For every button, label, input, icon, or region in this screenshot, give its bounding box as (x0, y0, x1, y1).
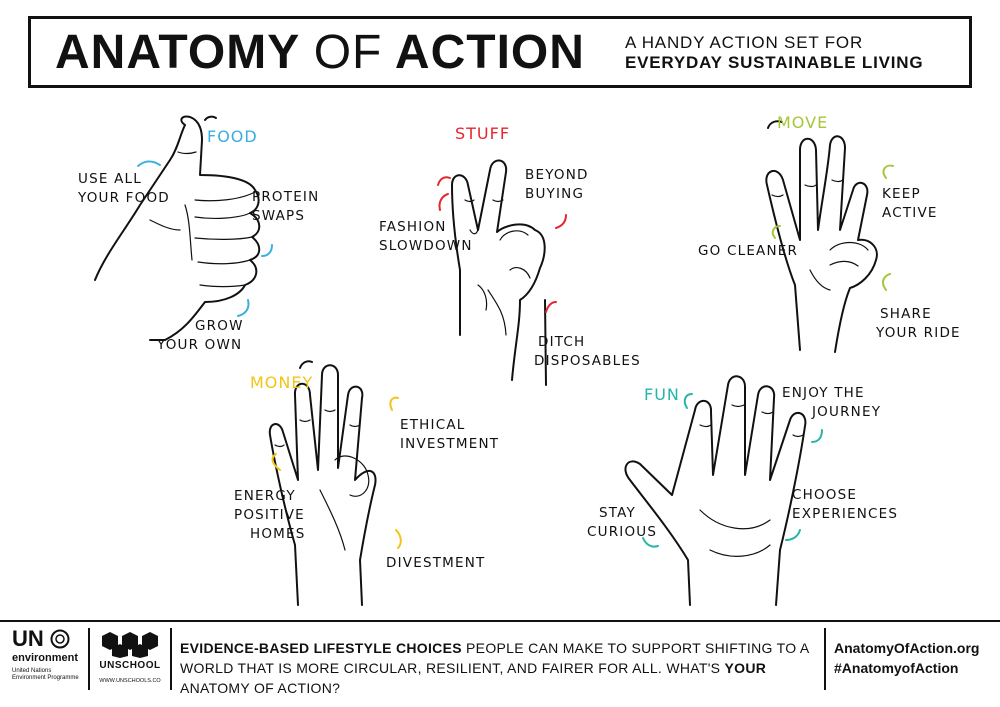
website-link[interactable]: AnatomyOfAction.org (834, 640, 980, 656)
hashtag-link[interactable]: #AnatomyofAction (834, 660, 959, 676)
label-line: ENJOY THE (782, 385, 865, 401)
label-line: HOMES (250, 526, 306, 542)
label-line: YOUR FOOD (78, 190, 170, 206)
three-fingers-hand (765, 120, 894, 353)
title-word-action: ACTION (394, 26, 585, 79)
label-line: USE ALL (78, 171, 142, 187)
label-line: YOUR OWN (157, 337, 243, 353)
label-ditch-disposables: DITCH DISPOSABLES (534, 333, 641, 371)
unschool-logo: UNSCHOOL WWW.UNSCHOOLS.CO (95, 628, 165, 688)
label-line: YOUR RIDE (876, 325, 961, 341)
hands-illustration (94, 115, 894, 606)
label-line: BEYOND (525, 167, 589, 183)
label-line: STAY (599, 505, 637, 521)
label-protein-swaps: PROTEIN SWAPS (252, 188, 319, 226)
footer-message: EVIDENCE-BASED LIFESTYLE CHOICES PEOPLE … (180, 638, 820, 698)
footer-separator (170, 628, 172, 690)
label-enjoy-the-journey: ENJOY THE JOURNEY (782, 384, 881, 422)
footer-text-part1: PEOPLE CAN MAKE TO SUPPORT SHIFTING TO A… (180, 640, 809, 676)
label-line: BUYING (525, 186, 585, 202)
label-line: DISPOSABLES (534, 353, 641, 369)
footer-separator (824, 628, 826, 690)
header-box: ANATOMY OF ACTION A HANDY ACTION SET FOR… (28, 16, 972, 88)
subtitle-line2: EVERYDAY SUSTAINABLE LIVING (625, 53, 924, 72)
label-line: SWAPS (252, 208, 306, 224)
footer-divider (0, 620, 1000, 622)
label-energy-positive-homes: ENERGY POSITIVE HOMES (234, 487, 306, 544)
label-line: KEEP (882, 186, 921, 202)
label-line: ETHICAL (400, 417, 466, 433)
footer-text-part2: ANATOMY OF ACTION? (180, 680, 341, 696)
footer-bold-intro: EVIDENCE-BASED LIFESTYLE CHOICES (180, 640, 462, 656)
peace-sign-hand (437, 159, 567, 386)
thumbs-up-hand (94, 115, 273, 341)
un-env-text: environment (12, 652, 79, 664)
page-subtitle: A HANDY ACTION SET FOR EVERYDAY SUSTAINA… (625, 33, 923, 73)
label-ethical-investment: ETHICAL INVESTMENT (400, 416, 499, 454)
label-choose-experiences: CHOOSE EXPERIENCES (792, 486, 898, 524)
label-line: CHOOSE (792, 487, 858, 503)
unschool-hexagon-icon (102, 632, 158, 658)
un-programme-text: United Nations Environment Programme (12, 668, 79, 681)
label-line: CURIOUS (587, 524, 658, 540)
label-beyond-buying: BEYOND BUYING (525, 166, 589, 204)
label-grow-your-own: GROW YOUR OWN (157, 317, 244, 355)
label-keep-active: KEEP ACTIVE (882, 185, 938, 223)
category-money: MONEY (250, 373, 314, 392)
label-fashion-slowdown: FASHION SLOWDOWN (379, 218, 473, 256)
label-line: FASHION (379, 219, 447, 235)
four-fingers-hand (268, 360, 402, 606)
category-stuff: STUFF (455, 124, 511, 143)
page-title: ANATOMY OF ACTION (55, 25, 585, 81)
unschool-name: UNSCHOOL (99, 660, 161, 671)
label-line: POSITIVE (234, 507, 305, 523)
label-divestment: DIVESTMENT (386, 555, 486, 571)
label-line: DITCH (538, 334, 586, 350)
footer-bold-your: YOUR (724, 660, 767, 676)
footer-links: AnatomyOfAction.org #AnatomyofAction (834, 638, 994, 678)
label-line: ACTIVE (882, 205, 938, 221)
label-line: INVESTMENT (400, 436, 500, 452)
subtitle-line1: A HANDY ACTION SET FOR (625, 33, 864, 52)
label-line: JOURNEY (812, 404, 882, 420)
label-line: PROTEIN (252, 189, 320, 205)
label-stay-curious: STAY CURIOUS (587, 504, 657, 542)
title-word-anatomy: ANATOMY (55, 26, 300, 79)
open-palm-hand (624, 375, 823, 606)
un-environment-logo: UN environment United Nations Environmen… (12, 628, 92, 688)
un-logo-text: UN (12, 628, 70, 650)
category-move: MOVE (777, 113, 829, 132)
label-line: SLOWDOWN (379, 238, 473, 254)
un-main-text: UN (12, 626, 44, 651)
label-use-all-your-food: USE ALL YOUR FOOD (78, 170, 170, 208)
label-line: EXPERIENCES (792, 506, 899, 522)
label-line: ENERGY (234, 488, 296, 504)
label-line: GROW (195, 318, 244, 334)
footer-separator (88, 628, 90, 690)
label-go-cleaner: GO CLEANER (698, 243, 799, 259)
label-share-your-ride: SHARE YOUR RIDE (876, 305, 961, 343)
unschool-url: WWW.UNSCHOOLS.CO (99, 678, 161, 684)
category-food: FOOD (207, 127, 258, 146)
un-emblem-icon (50, 629, 70, 649)
title-word-of: OF (313, 26, 383, 79)
label-line: SHARE (880, 306, 932, 322)
category-fun: FUN (644, 385, 680, 404)
